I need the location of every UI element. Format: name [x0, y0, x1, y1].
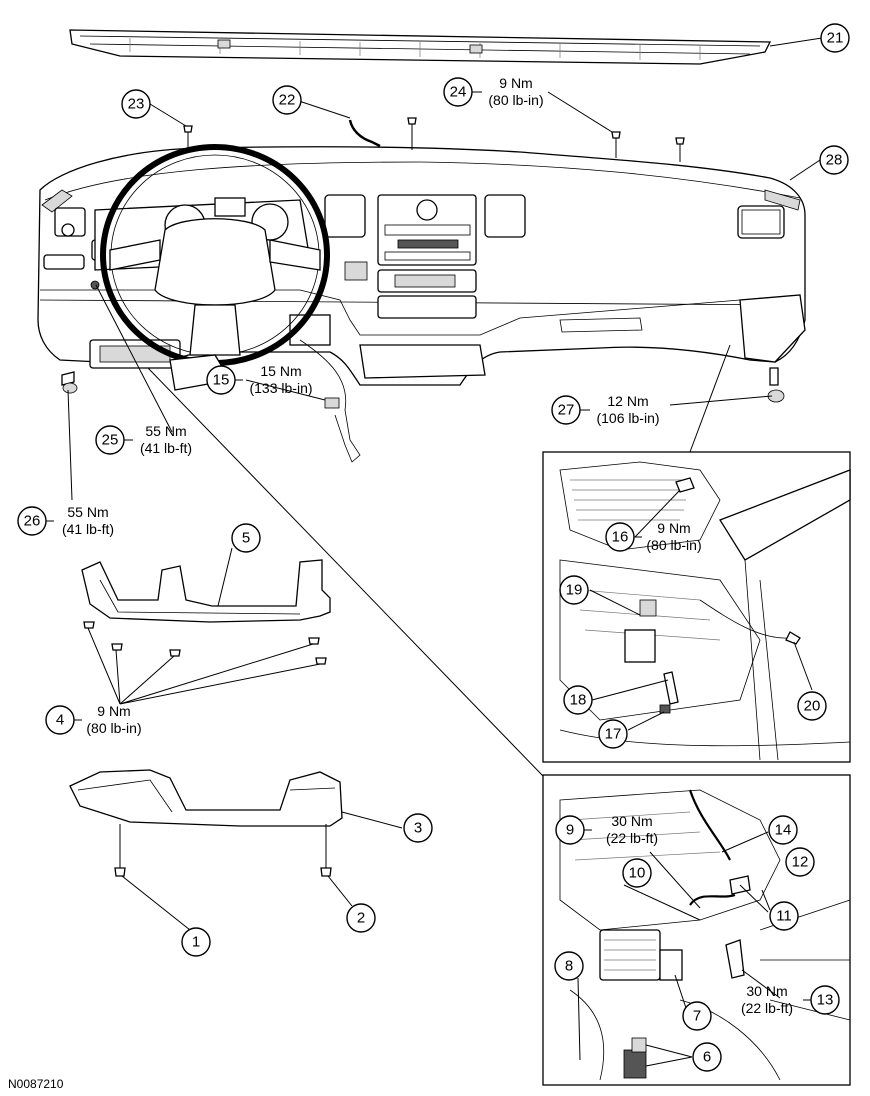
- callout-3: 3: [403, 813, 433, 843]
- svg-text:25: 25: [102, 432, 119, 449]
- inset-upper-right: [542, 451, 851, 763]
- inset-lower-right: [542, 774, 851, 1086]
- callout-2: 2: [346, 903, 376, 933]
- callout-6: 6: [692, 1042, 722, 1072]
- svg-text:13: 13: [817, 992, 834, 1009]
- callout-4: 4: [45, 705, 75, 735]
- svg-text:10: 10: [629, 865, 646, 882]
- callout-10: 10: [622, 858, 652, 888]
- svg-text:15 Nm: 15 Nm: [260, 363, 301, 379]
- svg-text:19: 19: [566, 582, 583, 599]
- svg-text:12: 12: [792, 854, 809, 871]
- leader-21: [769, 37, 823, 47]
- callout-28: 28: [819, 145, 849, 175]
- torque-24: 9 Nm (80 lb-in): [488, 75, 543, 108]
- figure-id: N0087210: [8, 1077, 64, 1091]
- svg-text:5: 5: [242, 530, 250, 547]
- callout-27: 27: [551, 395, 581, 425]
- torque-27: 12 Nm (106 lb-in): [596, 393, 659, 426]
- svg-text:(133 lb-in): (133 lb-in): [249, 380, 312, 396]
- svg-text:23: 23: [128, 96, 145, 113]
- callout-11: 11: [769, 901, 799, 931]
- knee-bolster-panel: [69, 769, 343, 827]
- sunload-sensor: [348, 119, 381, 148]
- svg-text:30 Nm: 30 Nm: [611, 813, 652, 829]
- callout-22: 22: [272, 85, 302, 115]
- bolster-bolts: [114, 824, 332, 877]
- torque-16: 9 Nm (80 lb-in): [646, 520, 701, 553]
- svg-text:55 Nm: 55 Nm: [145, 423, 186, 439]
- callout-21: 21: [820, 23, 850, 53]
- callout-26: 26: [17, 506, 47, 536]
- torque-15: 15 Nm (133 lb-in): [249, 363, 312, 396]
- svg-text:24: 24: [450, 84, 467, 101]
- svg-text:27: 27: [558, 402, 575, 419]
- svg-text:3: 3: [414, 820, 422, 837]
- svg-text:8: 8: [565, 958, 573, 975]
- svg-text:1: 1: [192, 934, 200, 951]
- svg-text:9 Nm: 9 Nm: [499, 75, 532, 91]
- torque-25: 55 Nm (41 lb-ft): [140, 423, 192, 456]
- torque-4: 9 Nm (80 lb-in): [86, 703, 141, 736]
- svg-text:(22 lb-ft): (22 lb-ft): [741, 1000, 793, 1016]
- callout-24: 24: [443, 77, 473, 107]
- svg-text:(106 lb-in): (106 lb-in): [596, 410, 659, 426]
- callout-5: 5: [231, 523, 261, 553]
- callout-8: 8: [554, 951, 584, 981]
- svg-text:21: 21: [827, 30, 844, 47]
- side-bolts: [61, 367, 785, 403]
- svg-text:22: 22: [279, 92, 296, 109]
- callout-23: 23: [121, 89, 151, 119]
- callout-1: 1: [181, 927, 211, 957]
- svg-text:28: 28: [826, 152, 843, 169]
- callout-20: 20: [797, 691, 827, 721]
- torque-9: 30 Nm (22 lb-ft): [606, 813, 658, 846]
- instrument-panel-assembly: [37, 146, 806, 386]
- svg-text:(41 lb-ft): (41 lb-ft): [62, 521, 114, 537]
- svg-text:(80 lb-in): (80 lb-in): [646, 537, 701, 553]
- svg-text:17: 17: [605, 726, 622, 743]
- svg-text:15: 15: [213, 372, 230, 389]
- svg-text:12 Nm: 12 Nm: [607, 393, 648, 409]
- svg-text:6: 6: [703, 1049, 711, 1066]
- defroster-grille-panel: [69, 29, 772, 65]
- top-bolts: [183, 117, 685, 162]
- callout-16: 16: [605, 522, 635, 552]
- svg-text:14: 14: [775, 822, 792, 839]
- svg-text:30 Nm: 30 Nm: [746, 983, 787, 999]
- callout-15: 15: [206, 365, 236, 395]
- svg-text:4: 4: [56, 712, 64, 729]
- torque-13: 30 Nm (22 lb-ft): [741, 983, 793, 1016]
- callout-13: 13: [810, 985, 840, 1015]
- callout-12: 12: [785, 847, 815, 877]
- svg-text:7: 7: [693, 1008, 701, 1025]
- bracket-bolts: [83, 621, 327, 665]
- svg-text:26: 26: [24, 513, 41, 530]
- callout-14: 14: [768, 815, 798, 845]
- callout-18: 18: [563, 685, 593, 715]
- svg-text:55 Nm: 55 Nm: [67, 504, 108, 520]
- svg-text:11: 11: [776, 908, 792, 925]
- svg-text:(41 lb-ft): (41 lb-ft): [140, 440, 192, 456]
- svg-text:18: 18: [570, 692, 587, 709]
- torque-26: 55 Nm (41 lb-ft): [62, 504, 114, 537]
- callout-17: 17: [598, 719, 628, 749]
- svg-text:16: 16: [612, 529, 629, 546]
- svg-text:(80 lb-in): (80 lb-in): [86, 720, 141, 736]
- svg-text:9 Nm: 9 Nm: [97, 703, 130, 719]
- svg-text:9: 9: [566, 822, 574, 839]
- svg-text:9 Nm: 9 Nm: [657, 520, 690, 536]
- callout-19: 19: [559, 575, 589, 605]
- svg-text:20: 20: [804, 698, 821, 715]
- callout-7: 7: [682, 1001, 712, 1031]
- svg-text:(80 lb-in): (80 lb-in): [488, 92, 543, 108]
- knee-bolster-reinforcement: [81, 559, 331, 623]
- steering-column-pedal: [169, 339, 361, 463]
- callout-25: 25: [95, 425, 125, 455]
- svg-text:2: 2: [357, 910, 365, 927]
- svg-text:(22 lb-ft): (22 lb-ft): [606, 830, 658, 846]
- callout-9: 9: [555, 815, 585, 845]
